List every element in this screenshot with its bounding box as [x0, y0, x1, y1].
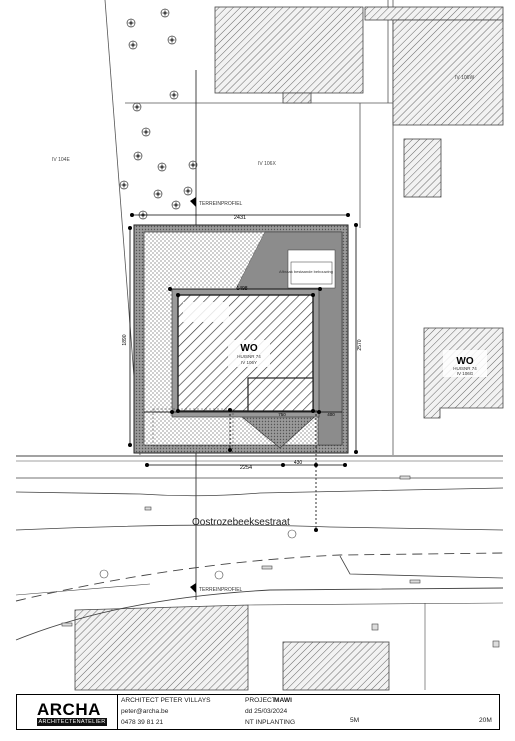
project-name: MAWI	[274, 697, 292, 704]
dim-left-depth: 1890	[122, 334, 128, 345]
architect-name: ARCHITECT PETER VILLAYS	[121, 697, 211, 704]
title-block: ARCHA ARCHITECTENATELIER ARCHITECT PETER…	[16, 694, 500, 730]
drawing-date: dd 25/03/2024	[245, 708, 288, 715]
scale-label-end: 20M	[479, 717, 492, 724]
dim-top-width: 2431	[234, 215, 246, 221]
neighbour-parcel: IV 106G	[457, 371, 474, 376]
street-name: Oostrozebeeksestraat	[192, 517, 290, 528]
road	[15, 455, 504, 690]
scale-label-mid: 5M	[350, 717, 360, 724]
dim-inner-a: 400	[327, 412, 335, 417]
tree-symbols	[119, 8, 198, 220]
road-details	[61, 475, 500, 648]
demolition-note: Afbraak bestaande bebouwing	[279, 269, 333, 274]
parcel-label-left: IV 104E	[52, 157, 70, 163]
parcel-label-right: IV 106W	[455, 75, 474, 81]
terrain-profile-label-bottom: TERREINPROFIEL	[199, 587, 243, 593]
house-parcel: IV 106Y	[241, 360, 257, 365]
terrain-profile-label-top: TERREINPROFIEL	[199, 201, 243, 207]
neighbour-code: WO	[456, 356, 473, 367]
parcel-label-mid: IV 106X	[258, 161, 276, 167]
project-label: PROJECT	[245, 697, 276, 704]
house-number: HUISNR 74	[237, 354, 261, 359]
sheet-title: NT INPLANTING	[245, 719, 296, 726]
logo-word: ARCHA	[37, 700, 101, 719]
dim-bottom-offset: 430	[294, 460, 303, 466]
logo-subtitle: ARCHITECTENATELIER	[37, 718, 107, 726]
architect-phone: 0478 39 81 21	[121, 719, 164, 726]
archa-logo: ARCHA ARCHITECTENATELIER	[17, 695, 118, 729]
house-code: WO	[240, 343, 257, 354]
dim-inner-b: 750	[278, 412, 286, 417]
dim-bottom-width: 2254	[240, 465, 252, 471]
neighbour-number: HUISNR 74	[453, 366, 477, 371]
dim-house-width: 1498	[236, 286, 247, 292]
dimension-points	[128, 213, 358, 532]
dim-right-depth: 2570	[357, 339, 363, 350]
architect-email[interactable]: peter@archa.be	[121, 708, 169, 715]
